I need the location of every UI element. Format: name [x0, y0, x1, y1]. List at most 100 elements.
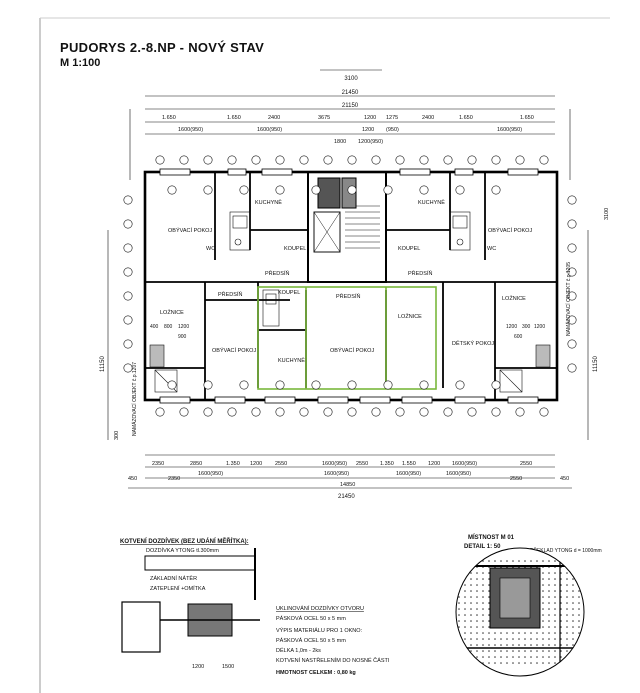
room-obyvaci-left: OBÝVACÍ POKOJ [168, 227, 212, 234]
dim-seg-bottom: 2550 [520, 461, 532, 467]
callout-circle [455, 380, 465, 390]
inner-dim: 1200 [506, 324, 517, 330]
dim-stair-sub: (950) [386, 127, 399, 133]
callout-circle [123, 339, 133, 349]
callout-circle [155, 407, 165, 417]
callout-markers [123, 155, 577, 417]
room-loznice-right: LOŽNICE [502, 294, 526, 302]
dim-seg-bottom: 1.350 [226, 461, 240, 467]
detail-right-title: MÍSTNOST M 01 [468, 533, 515, 541]
callout-circle [419, 155, 429, 165]
dim-seg: 2400 [422, 115, 434, 121]
room-loznice-left: LOŽNICE [160, 308, 184, 316]
detail-left-dim: 1500 [222, 664, 234, 670]
dim-seg-bottom: 1600(950) [452, 461, 477, 467]
drawing-title: PUDORYS 2.-8.NP - NOVÝ STAV [60, 40, 265, 55]
top-dim-segments: 1.650 1600(950) 1.650 2400 1600(950) 367… [162, 115, 534, 145]
callout-circle [299, 407, 309, 417]
callout-circle [383, 380, 393, 390]
note-left-building: NAMÁZOVACÍ OBJEKT č.p.1207 [131, 362, 138, 436]
dim-left-small: 300 [114, 431, 120, 440]
room-loznice-mid: LOŽNICE [398, 312, 422, 320]
dim-row2: 1600(950) [446, 471, 471, 477]
room-predsin-left: PŘEDSÍŇ [265, 269, 289, 277]
top-dimension-chains [129, 69, 571, 180]
callout-circle [567, 267, 577, 277]
callout-circle [275, 185, 285, 195]
callout-circle [567, 243, 577, 253]
dim-side-bottom: 450 [560, 476, 569, 482]
dim-seg: 1275 [386, 115, 398, 121]
callout-circle [539, 155, 549, 165]
callout-circle [123, 267, 133, 277]
callout-circle [455, 185, 465, 195]
dim-seg: 3675 [318, 115, 330, 121]
dim-seg-bottom: 2550 [275, 461, 287, 467]
callout-circle [567, 339, 577, 349]
side-dimensions: 11150 11150 300 3100 NAMÁZOVACÍ OBJEKT č… [100, 208, 610, 440]
detail-left-note: HMOTNOST CELKEM : 0,80 kg [276, 670, 356, 676]
callout-circle [227, 155, 237, 165]
dim-overall-top: 21450 [342, 90, 359, 96]
callout-circle [443, 407, 453, 417]
inner-dim: 1200 [178, 324, 189, 330]
callout-circle [275, 155, 285, 165]
callout-circle [155, 155, 165, 165]
callout-circle [203, 185, 213, 195]
dim-right-small: 3100 [604, 208, 610, 220]
callout-circle [371, 407, 381, 417]
callout-circle [395, 407, 405, 417]
detail-left-dim: 1200 [192, 664, 204, 670]
callout-circle [419, 407, 429, 417]
detail-right-note: PŘEKLAD YTONG d = 1000mm [530, 546, 602, 554]
dim-seg-bottom: 2350 [152, 461, 164, 467]
detail-wall-section [144, 555, 256, 571]
callout-circle [251, 407, 261, 417]
detail-left-note: PÁSKOVÁ OCEL 50 x 5 mm [276, 615, 346, 622]
detail-left-line: ZÁKLADNÍ NÁTĚR [150, 574, 197, 582]
callout-circle [347, 185, 357, 195]
dim-seg-bottom: 1.550 [402, 461, 416, 467]
callout-circle [443, 155, 453, 165]
callout-circle [567, 315, 577, 325]
callout-circle [515, 407, 525, 417]
dim-side-bottom: 2550 [510, 476, 522, 482]
callout-circle [311, 380, 321, 390]
windows [159, 168, 539, 404]
stair-core [307, 171, 387, 283]
note-right-building: NAMÁZOVACÍ OBJEKT č.p.1205 [565, 262, 572, 336]
dim-row2: 1600(950) [396, 471, 421, 477]
callout-circle [515, 155, 525, 165]
dim-inner-top: 21150 [342, 103, 359, 109]
dim-seg: 2400 [268, 115, 280, 121]
floor-plan: KUCHYNĚ KUCHYNĚ OBÝVACÍ POKOJ OBÝVACÍ PO… [123, 155, 577, 417]
detail-left-note: VÝPIS MATERIÁLU PRO 1 OKNO: [276, 627, 363, 634]
callout-circle [203, 155, 213, 165]
dim-seg: 1600(950) [497, 127, 522, 133]
callout-circle [123, 291, 133, 301]
callout-circle [491, 407, 501, 417]
callout-circle [347, 155, 357, 165]
callout-circle [467, 155, 477, 165]
room-obyvaci-left-2: OBÝVACÍ POKOJ [212, 347, 256, 354]
room-obyvaci-right: OBÝVACÍ POKOJ [488, 227, 532, 234]
dim-stair-sub: 1200 [362, 127, 374, 133]
callout-circle [383, 185, 393, 195]
dim-seg: 1.650 [162, 115, 176, 121]
callout-circle [419, 380, 429, 390]
callout-circle [275, 407, 285, 417]
inner-dim: 300 [522, 324, 531, 330]
callout-circle [123, 195, 133, 205]
dim-side-bottom: 450 [128, 476, 137, 482]
callout-circle [203, 380, 213, 390]
callout-circle [347, 380, 357, 390]
dim-seg-bottom: 2850 [190, 461, 202, 467]
dim-side-bottom: 2350 [168, 476, 180, 482]
callout-circle [347, 407, 357, 417]
room-obyvaci-mid: OBÝVACÍ POKOJ [330, 347, 374, 354]
callout-circle [179, 407, 189, 417]
callout-circle [491, 380, 501, 390]
inner-dim: 800 [164, 324, 173, 330]
callout-circle [371, 155, 381, 165]
room-koupel-left: KOUPEL [284, 246, 306, 252]
